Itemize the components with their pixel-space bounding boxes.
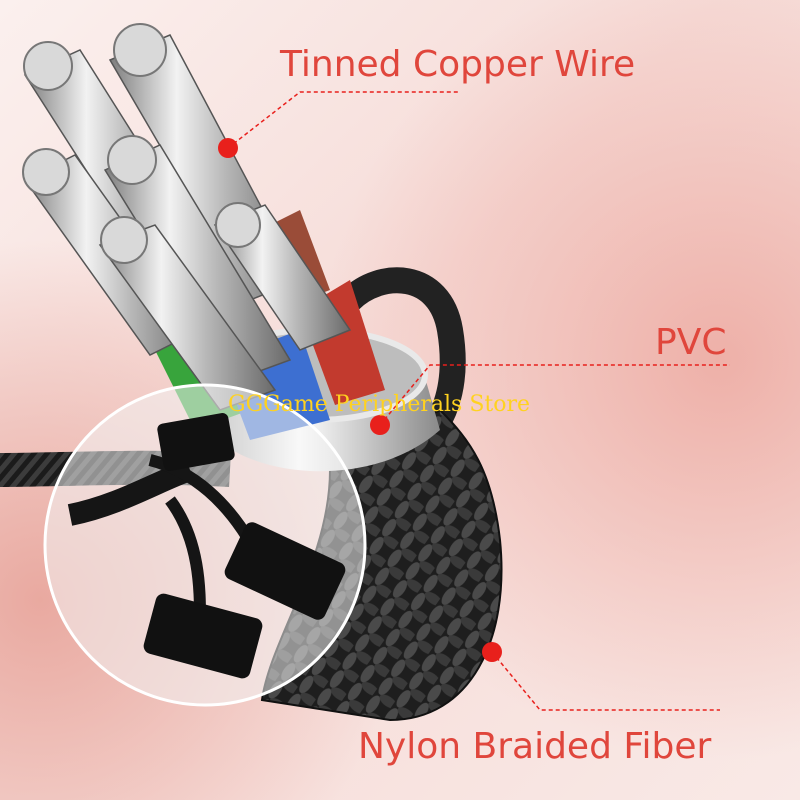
marker-dot-icon — [218, 138, 238, 158]
connector-inset — [43, 383, 367, 707]
marker-dot-icon — [370, 415, 390, 435]
label-nylon-braided-fiber: Nylon Braided Fiber — [358, 726, 712, 767]
strand-end — [100, 216, 148, 264]
strand-end — [23, 41, 73, 91]
store-watermark: GGGame Peripherals Store — [228, 392, 531, 417]
marker-dot-icon — [482, 642, 502, 662]
connector-plug-icon — [143, 593, 263, 679]
callout-line-copper — [227, 91, 460, 149]
connector-plug-icon — [224, 522, 346, 620]
strand-end — [107, 135, 157, 185]
connector-plug-icon — [157, 413, 235, 471]
label-pvc: PVC — [655, 322, 727, 363]
callout-line-pvc — [379, 364, 730, 426]
callout-lines — [227, 91, 730, 711]
strand-end — [113, 23, 167, 77]
label-tinned-copper-wire: Tinned Copper Wire — [280, 44, 636, 85]
strand-end — [22, 148, 70, 196]
copper-strands — [22, 23, 352, 411]
strand-end — [215, 202, 261, 248]
inset-circle — [43, 383, 367, 707]
